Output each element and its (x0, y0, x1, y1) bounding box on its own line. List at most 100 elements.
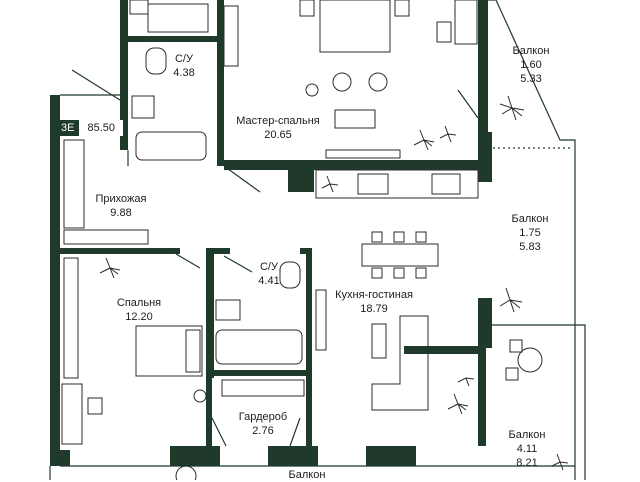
plant-icon (447, 393, 469, 415)
room-area: 4.38 (173, 67, 195, 79)
room-area: 9.88 (110, 207, 132, 219)
door-swing (223, 255, 253, 273)
east-wall-lower (478, 348, 486, 446)
plant-icon (499, 95, 525, 121)
bath-wall-top (128, 36, 220, 42)
toilet (279, 261, 301, 289)
bath2-top-wall-b (300, 248, 310, 254)
room-area-2: 5.33 (520, 73, 542, 85)
desk (61, 383, 83, 445)
east-pier (478, 132, 492, 182)
room-name: Балкон (288, 469, 326, 481)
plant-icon (321, 175, 339, 193)
chair (87, 397, 103, 415)
plant-icon (413, 129, 435, 151)
wardrobe-top-wall (206, 370, 312, 376)
cooktop (357, 173, 389, 195)
plant-icon (439, 125, 457, 143)
wardrobe-room-furniture (211, 379, 305, 447)
bedroom-north-wall (60, 248, 180, 254)
plant-icon (457, 377, 475, 387)
walls (50, 0, 492, 466)
armchair (368, 72, 388, 92)
chair (415, 231, 427, 243)
apartment-total-area: 85.50 (79, 120, 123, 136)
door-swing (211, 417, 227, 447)
room-area: 20.65 (264, 129, 292, 141)
apartment-badge: 3E 85.50 (56, 120, 123, 136)
washer (147, 3, 209, 33)
room-label-kitchen-living: Кухня-гостиная 18.79 (335, 288, 413, 316)
hall-furniture (63, 139, 149, 245)
room-name: Кухня-гостиная (335, 289, 413, 301)
room-name: Балкон (511, 213, 549, 225)
lamp (193, 389, 207, 403)
coffee-table (371, 323, 387, 359)
armchair (332, 72, 352, 92)
room-name: С/У (259, 261, 278, 273)
room-area: 12.20 (125, 311, 153, 323)
double-bed (319, 0, 391, 53)
room-area-2: 5.83 (519, 241, 541, 253)
balcony-outline-lower (486, 324, 586, 480)
room-label-wardrobe: Гардероб 2.76 (239, 410, 287, 438)
room-label-master-bedroom: Мастер-спальня 20.65 (236, 114, 319, 142)
toilet (145, 47, 167, 75)
bathtub (215, 329, 303, 365)
bathroom-mid-fixtures (215, 255, 303, 365)
chair (415, 267, 427, 279)
chair (509, 339, 523, 353)
bath2-west-wall (206, 248, 214, 378)
plant-icon (99, 257, 121, 279)
bedroom-furniture (61, 253, 207, 445)
door-swing (223, 165, 261, 193)
column (288, 168, 314, 192)
wall-pier (50, 450, 70, 466)
door-swing (289, 417, 301, 447)
wardrobe (63, 257, 79, 379)
balcony-furniture (175, 339, 543, 480)
coffee-table (334, 109, 376, 129)
chair (393, 231, 405, 243)
room-name: Прихожая (95, 193, 147, 205)
room-name: Балкон (508, 429, 546, 441)
room-area-2: 8.21 (516, 457, 538, 469)
pillow (185, 329, 201, 373)
sink (131, 95, 155, 119)
plant-icon (551, 453, 569, 471)
plants (99, 95, 569, 471)
balconies (49, 0, 586, 480)
wall-pier (170, 446, 220, 466)
room-label-balcony-top: Балкон 1.60 5.33 (513, 44, 550, 86)
chair (505, 367, 519, 381)
balcony-table (175, 465, 197, 480)
desk (454, 0, 478, 45)
bath-wall-east (217, 0, 224, 166)
bath2-east-wall (306, 248, 312, 448)
balcony-outline-east (488, 0, 576, 480)
balcony-table (517, 347, 543, 373)
side-table (305, 83, 319, 97)
door-swing (175, 253, 201, 269)
room-label-balcony-mid: Балкон 1.75 5.83 (512, 212, 549, 254)
room-name: Спальня (116, 297, 162, 309)
room-area: 4.41 (258, 275, 280, 287)
room-label-bathroom-mid: С/У 4.41 (258, 260, 279, 288)
room-name: С/У (174, 53, 193, 65)
kitchen-counter (315, 169, 479, 199)
room-area: 1.60 (520, 59, 542, 71)
room-name: Балкон (512, 45, 550, 57)
dining-table (361, 243, 439, 267)
kitchen-south-wall (404, 346, 486, 354)
east-pier-lower (478, 298, 492, 348)
room-label-balcony-bottom-right: Балкон 4.11 8.21 (509, 428, 546, 470)
chair (371, 267, 383, 279)
room-area: 18.79 (360, 303, 388, 315)
bath-wall-west (120, 0, 128, 100)
hanging-rail (221, 379, 305, 397)
nightstand (299, 0, 315, 17)
room-label-hall: Прихожая 9.88 (96, 192, 147, 220)
tv-unit (315, 289, 327, 351)
master-furniture (223, 0, 479, 193)
